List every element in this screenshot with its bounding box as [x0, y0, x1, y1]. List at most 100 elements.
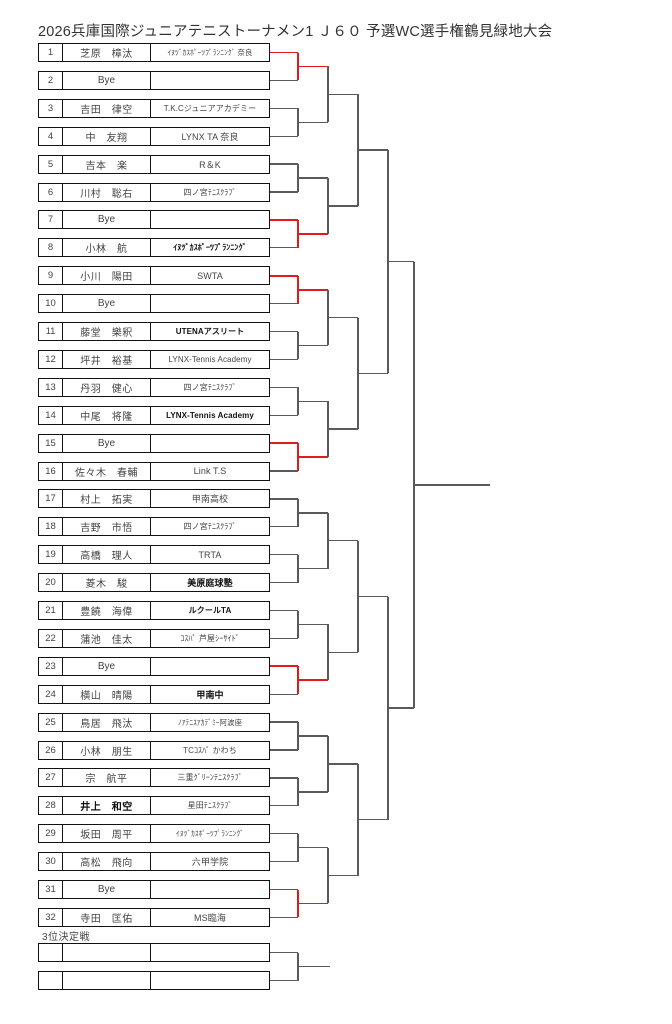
bracket-connector-horizontal [270, 805, 298, 807]
entry-club: 三重ｸﾞﾘｰﾝﾃﾆｽｸﾗﾌﾞ [177, 773, 243, 783]
entry-player-name: 藤堂 樂釈 [63, 323, 151, 340]
bracket-connector-horizontal [358, 819, 388, 821]
bracket-connector-vertical [297, 387, 299, 416]
bracket-connector-horizontal [270, 386, 298, 388]
third-place-club [151, 944, 269, 961]
entry-player-name: 川村 聡右 [63, 183, 151, 201]
third-place-connector-horizontal [270, 979, 298, 982]
entry-club: ﾉｱﾃﾆｽｱｶﾃﾞﾐｰ阿波座 [177, 717, 243, 727]
bracket-connector-vertical [297, 554, 299, 583]
bracket-connector-horizontal [270, 498, 298, 500]
bracket-connector-vertical [357, 540, 359, 653]
bracket-connector-vertical [327, 178, 329, 234]
third-place-row[interactable] [38, 943, 270, 962]
entry-seed: 1 [39, 44, 63, 61]
entry-player-name: 中尾 将隆 [63, 406, 151, 424]
bracket-connector-horizontal [270, 749, 298, 751]
entry-player-name: 坪井 裕基 [63, 350, 151, 368]
bracket-connector-vertical [297, 498, 299, 527]
bracket-connector-horizontal [270, 219, 298, 221]
entry-player-name: 小林 航 [63, 239, 151, 257]
entry-bye: Bye [63, 295, 151, 313]
bracket-connector-vertical [297, 889, 299, 918]
bracket-connector-horizontal [270, 665, 298, 668]
bracket-connector-vertical [297, 443, 299, 471]
entry-seed: 23 [39, 657, 63, 675]
bracket-connector-vertical [327, 512, 329, 569]
entry-seed: 30 [39, 853, 63, 871]
bracket-connector-horizontal [298, 121, 328, 123]
bracket-connector-vertical [297, 666, 299, 695]
entry-club: R＆K [199, 159, 221, 170]
entry-club: UTENAアスリート [175, 327, 245, 336]
page-title: 2026兵庫国際ジュニアテニストーナメン1 Ｊ６０ 予選WC選手権鶴見緑地大会 [38, 24, 553, 40]
bracket-connector-horizontal [298, 846, 328, 849]
bracket-connector-horizontal [270, 51, 298, 54]
entry-club: ｲﾇﾂﾞｶｽﾎﾟｰﾂﾌﾟﾗﾝﾆﾝｸﾞ [176, 829, 244, 839]
bracket-connector-horizontal [298, 65, 328, 68]
entry-seed: 19 [39, 546, 63, 564]
bracket-connector-horizontal [328, 874, 358, 877]
bracket-connector-horizontal [270, 470, 298, 472]
entry-club: ｺｽﾊﾟ 芦屋ｼｰｻｲﾄﾞ [180, 633, 240, 643]
bracket-connector-vertical [297, 722, 299, 750]
entry-seed: 26 [39, 741, 63, 759]
bracket-connector-horizontal [270, 442, 298, 444]
bracket-connector-vertical [327, 66, 329, 123]
entry-seed: 14 [39, 406, 63, 424]
bracket-connector-horizontal [270, 721, 298, 723]
entry-club: 甲南高校 [191, 494, 229, 505]
champion-stub [414, 484, 490, 486]
third-place-seed [39, 944, 63, 961]
bracket-connector-vertical [327, 736, 329, 792]
bracket-connector-horizontal [270, 637, 298, 640]
third-place-connector-vertical [297, 952, 299, 981]
entry-club: LYNX-Tennis Academy [168, 354, 252, 364]
entry-seed: 10 [39, 295, 63, 313]
third-place-row[interactable] [38, 971, 270, 990]
entry-player-name: 村上 拓実 [63, 490, 151, 508]
entry-seed: 11 [39, 323, 63, 340]
entry-bye: Bye [63, 881, 151, 898]
bracket-connector-vertical [297, 219, 299, 248]
bracket-connector-horizontal [270, 247, 298, 249]
bracket-connector-horizontal [270, 163, 298, 165]
bracket-connector-horizontal [298, 177, 328, 179]
entry-seed: 16 [39, 462, 63, 480]
entry-seed: 31 [39, 881, 63, 898]
entry-club: 四ノ宮ﾃﾆｽｸﾗﾌﾞ [183, 187, 237, 197]
